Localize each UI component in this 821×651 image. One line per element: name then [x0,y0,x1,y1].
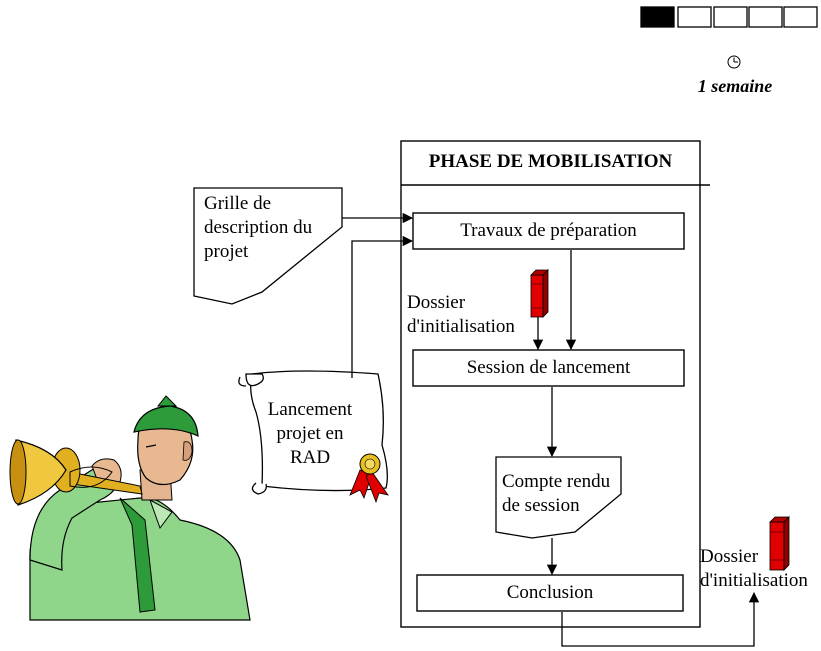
step-preparation-label: Travaux de préparation [460,220,637,241]
compte-rendu-line: Compte rendu [502,471,611,492]
compte-rendu-document-shape [495,456,622,539]
bugler-illustration [9,395,251,621]
grille-line: Grille de [204,193,272,214]
progress-bar [640,6,818,28]
binder-icon-output [769,516,790,571]
phase-title: PHASE DE MOBILISATION [428,151,673,172]
step-conclusion-label: Conclusion [506,582,594,603]
step-box-conclusion [416,574,684,612]
dossier-inner-label: Dossier d'initialisation [407,291,515,339]
arrow-conclusion-to-dossier [561,591,760,647]
dossier-line: Dossier [700,546,759,567]
arrow-lancement-to-preparation [351,235,414,378]
step-box-preparation [412,212,685,250]
dossier-line: d'initialisation [700,570,808,591]
progress-segment [748,6,783,28]
flow-arrows [342,212,760,647]
compte-rendu-line: de session [502,495,580,516]
grille-document-label: Grille de description du projet [204,192,312,264]
lancement-scroll-label: Lancement projet en RAD [260,398,360,470]
dossier-line: d'initialisation [407,316,515,337]
progress-segment [783,6,818,28]
progress-segment [640,6,675,28]
progress-segment [713,6,748,28]
duration-label: 1 semaine [697,76,773,96]
progress-segment [677,6,712,28]
step-session-label: Session de lancement [466,357,631,378]
grille-document-shape [193,187,343,305]
lancement-line: Lancement [267,399,353,420]
lancement-line: projet en [276,423,344,444]
clock-icon [727,55,741,69]
lancement-line: RAD [289,447,331,468]
binder-icon [530,269,549,318]
step-box-session [412,349,685,387]
grille-line: description du [204,217,313,238]
seal-icon [349,453,389,504]
compte-rendu-label: Compte rendu de session [502,470,610,518]
dossier-output-label: Dossier d'initialisation [700,545,808,593]
grille-line: projet [204,241,249,262]
scroll-shape [238,370,388,495]
dossier-line: Dossier [407,292,466,313]
